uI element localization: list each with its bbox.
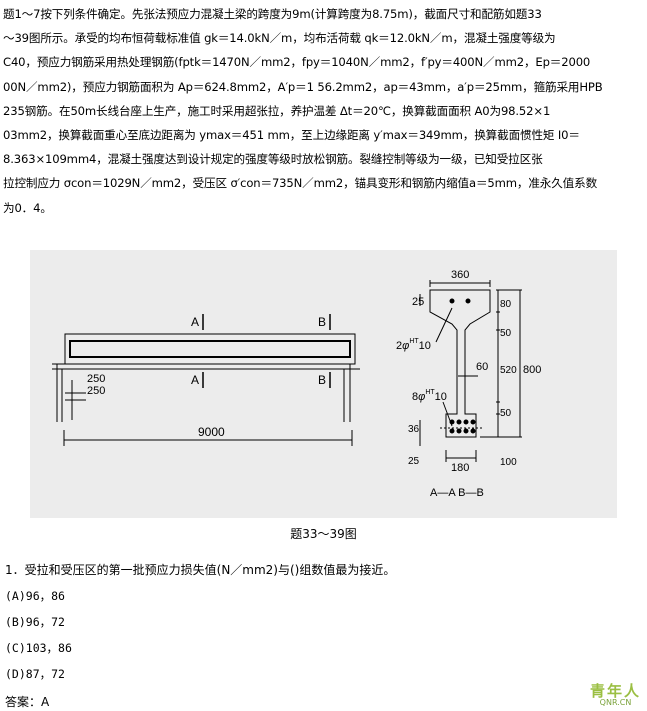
beam-core <box>69 340 351 358</box>
dim-800: 800 <box>523 364 541 376</box>
problem-line: 题1～7按下列条件确定。先张法预应力混凝土梁的跨度为9m(计算跨度为8.75m)… <box>3 7 542 21</box>
bottom-rebar <box>449 428 455 434</box>
option-c[interactable]: (C)103，86 <box>5 641 72 655</box>
section-b-label-bottom: B <box>318 373 326 387</box>
problem-line: 为0．4。 <box>3 200 52 215</box>
bottom-rebar <box>456 428 462 434</box>
bottom-rebar <box>463 419 469 425</box>
bottom-rebar <box>463 428 469 434</box>
question-block: 1．受拉和受压区的第一批预应力损失值(N／mm2)与()组数值最为接近。 (A)… <box>5 557 395 687</box>
dim-80: 80 <box>500 299 512 310</box>
answer-text: 答案：A <box>5 695 50 709</box>
question-text: 1．受拉和受压区的第一批预应力损失值(N／mm2)与()组数值最为接近。 <box>5 563 396 577</box>
figure-background <box>30 250 617 518</box>
problem-line: C40，预应力钢筋采用热处理钢筋(fptk＝1470N／mm2，fpy＝1040… <box>3 55 591 70</box>
leader-top-bars <box>435 307 453 343</box>
section-label: A—A B—B <box>430 487 484 499</box>
section-a-label-top: A <box>191 315 199 329</box>
problem-statement: 题1～7按下列条件确定。先张法预应力混凝土梁的跨度为9m(计算跨度为8.75m)… <box>3 2 643 220</box>
t-section <box>419 280 522 462</box>
problem-line: 00N／mm2)，预应力钢筋面积为 Ap＝624.8mm2，A′p＝1 56.2… <box>3 79 603 94</box>
problem-line: 8.363×109mm4，混凝土强度达到设计规定的强度等级时放松钢筋。裂缝控制等… <box>3 152 543 167</box>
watermark-logo: 青年人 QNR.CN <box>590 680 641 707</box>
watermark-main: 青年人 <box>589 682 641 700</box>
beam-elevation <box>52 314 360 446</box>
problem-line: 拉控制应力 σcon＝1029N／mm2，受压区 σ′con＝735N／mm2，… <box>3 176 598 191</box>
dim-50-top: 50 <box>500 328 512 339</box>
problem-line: 235钢筋。在50m长线台座上生产，施工时采用超张拉，养护温差 Δt＝20℃，换… <box>3 103 551 118</box>
dim-360: 360 <box>451 269 469 281</box>
dim-250-top: 250 <box>87 373 105 385</box>
watermark-sub: QNR.CN <box>599 698 632 707</box>
option-a[interactable]: (A)96，86 <box>5 589 65 603</box>
bottom-rebar <box>470 419 476 425</box>
option-b[interactable]: (B)96，72 <box>5 615 65 629</box>
structural-figure: A A B B 250 250 9000 <box>0 250 647 525</box>
option-d[interactable]: (D)87，72 <box>5 667 65 681</box>
section-a-label-bottom: A <box>191 373 199 387</box>
t-beam-outline <box>429 289 491 438</box>
dim-250-bottom: 250 <box>87 385 105 397</box>
dim-25-top: 25 <box>412 296 424 308</box>
figure-svg: A A B B 250 250 9000 <box>30 250 617 518</box>
dim-180: 180 <box>451 462 469 474</box>
top-bars-label: 2φHT10 <box>396 338 431 352</box>
bottom-rebar <box>449 419 455 425</box>
bottom-bars-label: 8φHT10 <box>412 389 447 403</box>
bottom-rebar <box>470 428 476 434</box>
bottom-rebar <box>456 419 462 425</box>
problem-line: ～39图所示。承受的均布恒荷载标准值 gk＝14.0kN／m，均布活荷载 qk＝… <box>3 31 556 46</box>
dim-50-bottom: 50 <box>500 408 512 419</box>
top-rebar <box>449 298 455 304</box>
dim-25-bottom: 25 <box>408 456 420 467</box>
problem-line: 03mm2，换算截面重心至底边距离为 ymax＝451 mm，至上边缘距离 y′… <box>3 128 580 143</box>
dim-60: 60 <box>476 361 488 373</box>
dim-36: 36 <box>408 424 420 435</box>
dim-100: 100 <box>500 457 517 468</box>
section-b-label-top: B <box>318 315 326 329</box>
dim-520: 520 <box>500 365 517 376</box>
span-label: 9000 <box>198 425 225 439</box>
top-rebar <box>465 298 471 304</box>
figure-caption: 题33～39图 <box>290 527 357 541</box>
